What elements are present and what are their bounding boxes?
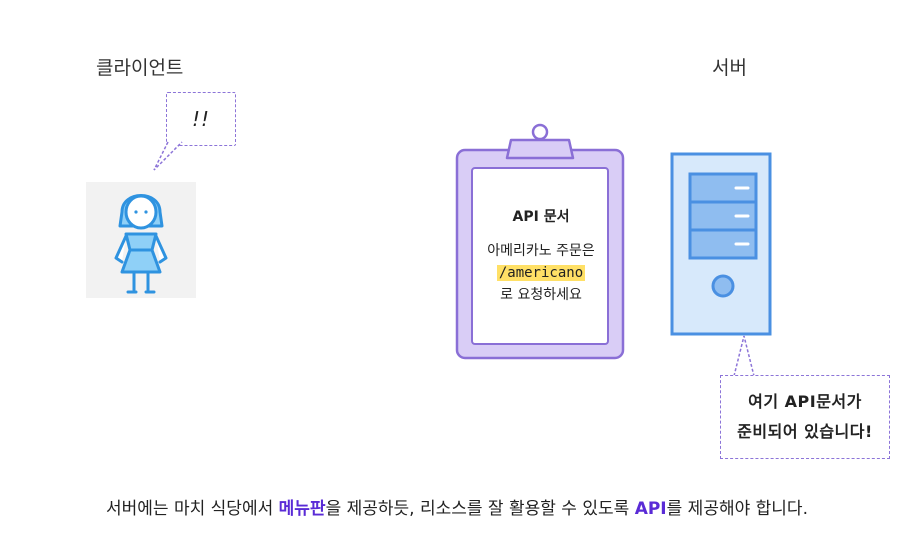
- api-doc-endpoint: /americano: [496, 265, 586, 281]
- client-label: 클라이언트: [96, 57, 184, 79]
- server-label: 서버: [712, 57, 747, 79]
- server-bubble-line1: 여기 API문서가: [748, 392, 862, 411]
- caption-highlight-api: API: [634, 499, 667, 519]
- client-bubble-tail: [153, 141, 183, 171]
- caption-highlight-menu: 메뉴판: [278, 499, 326, 519]
- caption-part2: 을 제공하듯, 리소스를 잘 활용할 수 있도록: [325, 499, 635, 519]
- caption-part3: 를 제공해야 합니다.: [666, 499, 808, 519]
- server-icon: [670, 152, 772, 336]
- api-document: API 문서 아메리카노 주문은 /americano 로 요청하세요: [474, 206, 608, 306]
- server-speech-bubble: 여기 API문서가 준비되어 있습니다!: [720, 375, 890, 459]
- caption: 서버에는 마치 식당에서 메뉴판을 제공하듯, 리소스를 잘 활용할 수 있도록…: [0, 494, 914, 519]
- client-bubble-text: !!: [191, 107, 211, 131]
- server-bubble-tail: [733, 335, 755, 377]
- client-person-icon: [86, 182, 196, 298]
- client-speech-bubble: !!: [166, 92, 236, 146]
- api-doc-title: API 문서: [512, 209, 570, 225]
- api-doc-line1: 아메리카노 주문은: [487, 243, 595, 259]
- clipboard-icon: [455, 123, 625, 360]
- api-doc-line3: 로 요청하세요: [500, 287, 582, 303]
- caption-part1: 서버에는 마치 식당에서: [106, 499, 279, 519]
- server-bubble-line2: 준비되어 있습니다!: [737, 422, 873, 441]
